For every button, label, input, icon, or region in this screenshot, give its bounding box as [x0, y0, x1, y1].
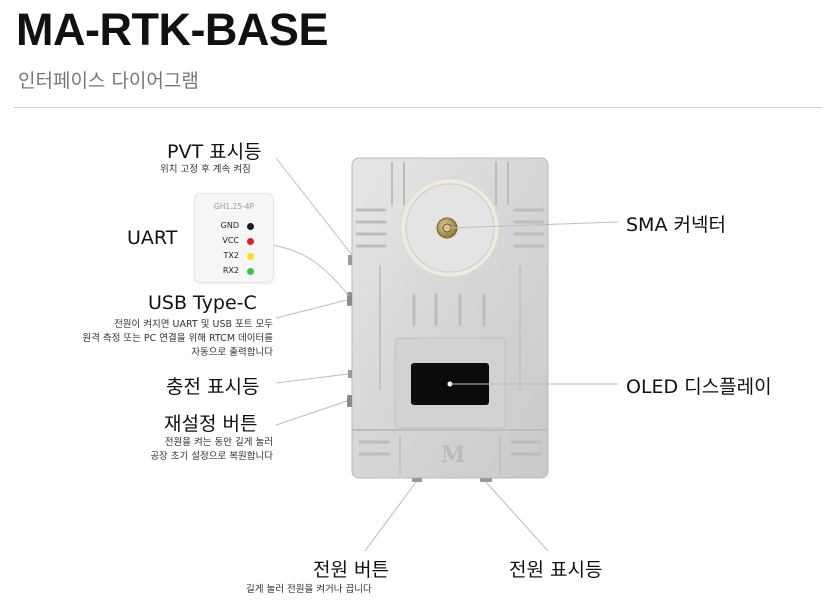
vcc-pin-dot — [247, 238, 254, 245]
tx2-pin-dot — [247, 253, 254, 260]
usb-desc-line-2: 원격 측정 또는 PC 연결을 위해 RTCM 데이터를 — [82, 333, 273, 344]
power-button-desc: 길게 눌러 전원을 켜거나 끕니다 — [246, 584, 372, 595]
uart-pinout-card: GH1.25-4P GND VCC TX2 RX2 — [194, 193, 274, 283]
uart-pin-name: TX2 — [223, 251, 239, 260]
charging-indicator-label: 충전 표시등 — [166, 376, 260, 398]
usb-type-c-label: USB Type-C — [148, 292, 257, 314]
reset-desc-line-2: 공장 초기 설정으로 복원합니다 — [150, 451, 273, 462]
uart-connector-type: GH1.25-4P — [213, 202, 255, 211]
uart-pin-name: GND — [220, 221, 239, 230]
uart-pin-row: RX2 — [195, 265, 263, 277]
uart-pin-row: TX2 — [195, 250, 263, 262]
pvt-indicator-label: PVT 표시등 — [167, 141, 262, 163]
pvt-indicator-desc: 위치 고정 후 계속 켜짐 — [160, 164, 251, 175]
sma-connector-label: SMA 커넥터 — [626, 214, 726, 236]
uart-pin-row: VCC — [195, 235, 263, 247]
usb-desc-line-1: 전원이 켜지면 UART 및 USB 포트 모두 — [114, 319, 273, 330]
uart-pin-row: GND — [195, 220, 263, 232]
rx2-pin-dot — [247, 268, 254, 275]
power-indicator-label: 전원 표시등 — [509, 559, 603, 581]
uart-pin-name: VCC — [222, 236, 239, 245]
oled-display-label: OLED 디스플레이 — [626, 376, 772, 398]
gnd-pin-dot — [247, 223, 254, 230]
uart-pin-name: RX2 — [222, 266, 239, 275]
device-body — [347, 157, 549, 482]
usb-desc-line-3: 자동으로 출력합니다 — [191, 347, 273, 358]
reset-desc-line-1: 전원을 켜는 동안 길게 눌러 — [164, 437, 273, 448]
page-title: MA-RTK-BASE — [16, 4, 328, 55]
power-button-label: 전원 버튼 — [313, 559, 389, 581]
page-subtitle: 인터페이스 다이어그램 — [18, 70, 199, 92]
device-logo: M — [441, 442, 465, 468]
header-divider — [14, 107, 822, 108]
reset-button-label: 재설정 버튼 — [164, 413, 258, 435]
uart-label: UART — [127, 227, 178, 249]
